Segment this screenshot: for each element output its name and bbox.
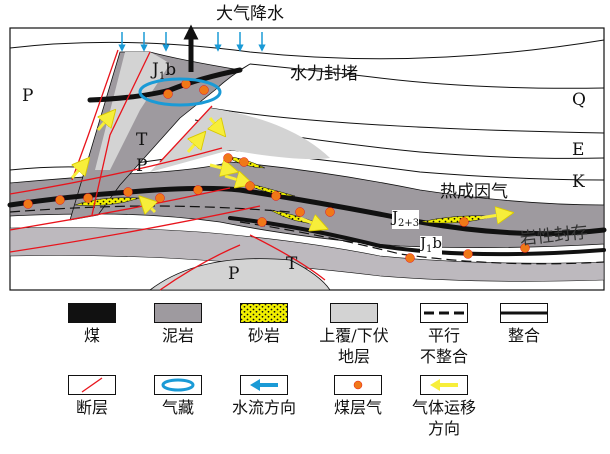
- conformity-swatch: [500, 303, 548, 323]
- legend-unconformity-label2: 不整合: [419, 347, 468, 366]
- legend-gas-migration-label2: 方向: [427, 419, 460, 438]
- legend-coalbed-gas-label: 煤层气: [333, 398, 382, 417]
- faults: [9, 49, 326, 291]
- legend-over-under-strata: 上覆/下伏 地层: [306, 303, 402, 367]
- legend-parallel-unconformity: 平行 不整合: [408, 303, 480, 367]
- coalbed-gas-markers: [23, 79, 530, 263]
- mudstone-swatch: [154, 303, 202, 323]
- legend-strata-label: 上覆/下伏: [319, 326, 389, 345]
- coal-swatch: [68, 303, 116, 323]
- stratum-Q: Q: [572, 90, 586, 110]
- stratum-P-left: P: [22, 86, 34, 106]
- geological-cross-section: [7, 24, 607, 291]
- stratum-J23: J2+3: [392, 208, 420, 229]
- water-flow-swatch: [240, 375, 288, 395]
- legend-water-flow: 水流方向: [216, 375, 312, 418]
- upper-strata-boundaries: [9, 39, 605, 181]
- gas-migration-arrows: [70, 116, 505, 226]
- legend-unconformity-label: 平行: [427, 326, 460, 345]
- legend-coal-label: 煤: [83, 326, 100, 345]
- legend-coal: 煤: [64, 303, 120, 346]
- legend-sandstone-label: 砂岩: [247, 326, 280, 345]
- legend-strata-label2: 地层: [337, 347, 370, 366]
- legend-gas-reservoir-label: 气藏: [161, 398, 194, 417]
- label-thermogenic-gas: 热成因气: [440, 182, 508, 202]
- stratum-P-mid: P: [136, 156, 148, 176]
- legend-water-flow-label: 水流方向: [231, 398, 296, 417]
- parallel-unconformity-swatch: [420, 303, 468, 323]
- stratum-T-bottom: T: [286, 254, 298, 274]
- fault-swatch: [68, 375, 116, 395]
- gas-reservoir-ellipse: [138, 77, 222, 107]
- stratum-E: E: [572, 140, 585, 160]
- legend-coalbed-gas: 煤层气: [318, 375, 398, 418]
- legend-conformity: 整合: [492, 303, 556, 346]
- precipitation-arrows: [118, 32, 266, 52]
- bottom-P-hump: [148, 258, 331, 291]
- legend-gas-migration: 气体运移 方向: [396, 375, 492, 439]
- stratum-T-upper: T: [136, 130, 148, 150]
- stratum-P-bottom: P: [228, 264, 240, 284]
- stratum-K: K: [572, 172, 585, 192]
- gas-migration-swatch: [420, 375, 468, 395]
- legend-fault: 断层: [62, 375, 122, 418]
- gas-reservoir-swatch: [154, 375, 202, 395]
- lower-mudstone-band: [9, 227, 605, 282]
- sandstone-swatch: [240, 303, 288, 323]
- stratum-J1b-right: J1b: [420, 234, 442, 255]
- label-water-seal: 水力封堵: [290, 64, 358, 84]
- legend-gas-migration-label: 气体运移: [411, 398, 476, 417]
- legend-gas-reservoir: 气藏: [148, 375, 208, 418]
- strata-swatch: [330, 303, 378, 323]
- legend-fault-label: 断层: [75, 398, 108, 417]
- legend-mudstone: 泥岩: [150, 303, 206, 346]
- title-precipitation: 大气降水: [216, 4, 284, 24]
- stratum-J1b-top: J1b: [152, 60, 177, 82]
- legend-conformity-label: 整合: [507, 326, 540, 345]
- legend-mudstone-label: 泥岩: [161, 326, 194, 345]
- legend-sandstone: 砂岩: [236, 303, 292, 346]
- coalbed-gas-swatch: [334, 375, 382, 395]
